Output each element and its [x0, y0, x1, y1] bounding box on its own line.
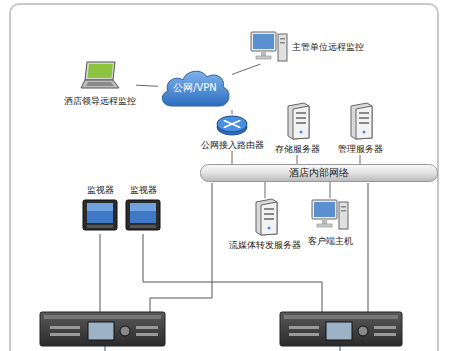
device-label: 监视器 [130, 184, 157, 196]
dvr-recorder [280, 312, 402, 346]
network-link [136, 85, 158, 86]
device-label: 酒店领导远程监控 [64, 95, 136, 107]
device-node: 存储服务器 [275, 102, 320, 155]
network-bus: 酒店内部网络 [200, 164, 438, 182]
device-label: 存储服务器 [275, 143, 320, 155]
network-link [360, 155, 361, 164]
dvr-recorder [40, 312, 165, 346]
router-icon [216, 114, 248, 136]
device-label: 流媒体转发服务器 [229, 239, 301, 251]
network-link [232, 151, 233, 164]
device-node: 监视器 [124, 184, 162, 233]
device-node: 主管单位远程监控 [250, 30, 364, 64]
monitor-icon [81, 199, 119, 233]
network-link [297, 155, 298, 164]
device-label: 主管单位远程监控 [292, 41, 364, 53]
server-icon [252, 198, 278, 236]
network-link [232, 110, 233, 114]
device-node: 公网接入路由器 [201, 114, 264, 151]
network-cloud: 公网/VPN [158, 66, 232, 110]
monitor-icon [124, 199, 162, 233]
device-label: 客户端主机 [308, 235, 353, 247]
device-label: 管理服务器 [338, 143, 383, 155]
device-node: 监视器 [81, 184, 119, 233]
network-label: 酒店内部网络 [289, 167, 349, 179]
device-label: 公网接入路由器 [201, 139, 264, 151]
device-node: 管理服务器 [338, 102, 383, 155]
frame-border [10, 4, 438, 351]
device-node: 酒店领导远程监控 [64, 60, 136, 107]
pc-icon [250, 30, 288, 64]
pc-icon [311, 198, 349, 232]
device-node: 流媒体转发服务器 [229, 198, 301, 251]
device-node: 客户端主机 [308, 198, 353, 247]
network-label: 公网/VPN [173, 82, 217, 94]
server-icon [347, 102, 373, 140]
network-link [330, 182, 331, 198]
network-link [265, 182, 266, 198]
laptop-icon [79, 60, 121, 92]
device-label: 监视器 [87, 184, 114, 196]
server-icon [284, 102, 310, 140]
network-link [232, 64, 261, 74]
